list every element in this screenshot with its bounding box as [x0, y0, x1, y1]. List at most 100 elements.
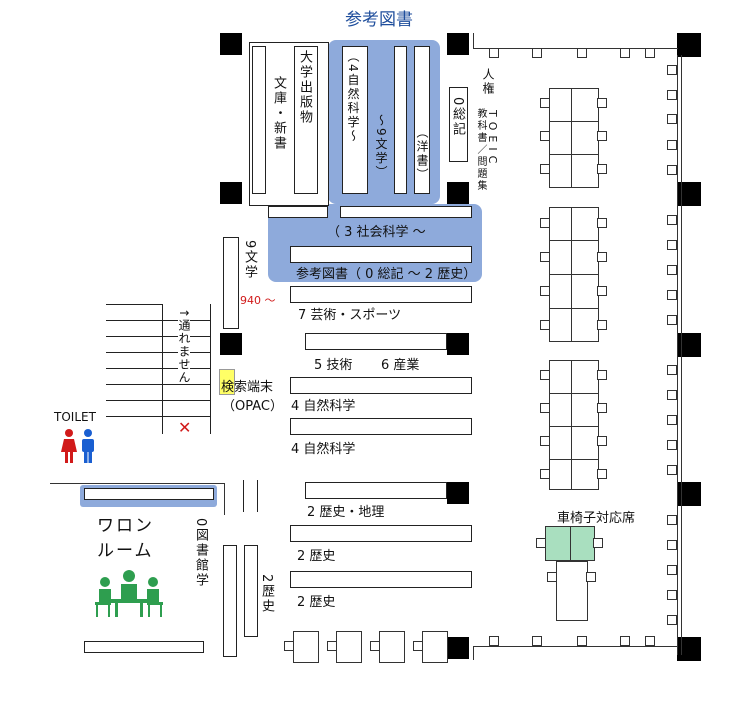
chair: [667, 565, 677, 575]
table-divider: [549, 308, 599, 309]
waron-room-wall-top: [50, 483, 225, 484]
reference-title: 参考図書: [345, 10, 413, 30]
soki0-label: 0総記: [450, 97, 465, 138]
shelf: [268, 206, 328, 218]
pillar: [220, 333, 242, 355]
jinken-label: 人権: [481, 68, 495, 96]
top-wall: [473, 48, 678, 49]
chair: [370, 641, 380, 651]
table-divider: [549, 240, 599, 241]
waron-room-wall-right: [224, 483, 225, 515]
stair-step: [106, 400, 162, 401]
shelf: [223, 545, 237, 657]
small-table: [422, 631, 448, 663]
wheelchair-seat-label: 車椅子対応席: [557, 511, 636, 526]
toeic-label: TOEIC: [486, 110, 499, 169]
chair: [577, 48, 587, 58]
chair: [667, 590, 677, 600]
pillar: [220, 182, 242, 204]
toshokan-label: 0図書館学: [193, 518, 208, 589]
table-divider: [549, 121, 599, 122]
chair: [597, 436, 607, 446]
shelf-yosho: [414, 46, 430, 194]
wheelchair-side-table: [556, 561, 588, 621]
yosho-label: （洋書）: [415, 126, 429, 182]
no-passage-label: ↑通れません: [177, 308, 191, 385]
shelf-bunko: [252, 46, 266, 194]
table-divider: [571, 360, 572, 490]
chair: [540, 469, 550, 479]
chair: [540, 436, 550, 446]
shelf-daigaku: [294, 46, 318, 194]
shizen-label-2: 4 自然科学: [291, 442, 356, 457]
pillar: [447, 33, 469, 55]
shelf: [290, 418, 472, 435]
shelf: [290, 246, 472, 263]
shelf: [290, 377, 472, 394]
chair: [667, 140, 677, 150]
stair-step: [162, 400, 210, 401]
bottom-wall-tick: [473, 646, 474, 660]
chair: [667, 240, 677, 250]
small-table: [336, 631, 362, 663]
shelf-soki0: [449, 87, 468, 162]
chair: [667, 515, 677, 525]
chair: [597, 131, 607, 141]
shizen-label-1: 4 自然科学: [291, 399, 356, 414]
shizen-ref-label: （4自然科学〜: [346, 50, 360, 144]
chair: [597, 252, 607, 262]
shelf-bungaku9: [223, 237, 239, 329]
chair: [667, 415, 677, 425]
chair: [597, 286, 607, 296]
table-divider: [549, 393, 599, 394]
table-divider: [549, 154, 599, 155]
stair-step: [106, 352, 162, 353]
chair: [540, 286, 550, 296]
geijutsu-label: 7 芸術・スポーツ: [298, 308, 402, 323]
stair-step: [162, 416, 210, 417]
chair: [667, 215, 677, 225]
pillar: [220, 33, 242, 55]
daigaku-label: 大学出版物: [297, 50, 312, 125]
room-label: ルーム: [97, 541, 154, 561]
chair: [620, 636, 630, 646]
chair: [667, 290, 677, 300]
chair: [532, 48, 542, 58]
pillar: [447, 482, 469, 504]
bottom-wall: [473, 646, 678, 647]
top-wall-tick: [473, 33, 474, 48]
sangyo-label: 6 産業: [381, 358, 420, 373]
rekishi-label-1: 2 歴史: [297, 549, 336, 564]
chair: [327, 641, 337, 651]
door-gap-line: [257, 480, 258, 512]
chair: [645, 48, 655, 58]
door-gap-line: [243, 480, 244, 512]
waron-label: ワロン: [97, 516, 154, 536]
chair: [667, 440, 677, 450]
stair-step: [106, 336, 162, 337]
pillar: [447, 333, 469, 355]
shelf: [244, 545, 258, 637]
rekishi-chiri-label: 2 歴史・地理: [307, 505, 385, 520]
chair: [540, 252, 550, 262]
chair: [597, 469, 607, 479]
toilet-label: TOILET: [54, 410, 96, 424]
stair-step: [162, 384, 210, 385]
chair: [597, 164, 607, 174]
small-table: [293, 631, 319, 663]
bunko-label: 文庫・新書: [271, 76, 286, 151]
staircase-divider: [162, 304, 163, 434]
chair: [489, 636, 499, 646]
shelf: [340, 206, 472, 218]
right-wall: [681, 55, 682, 655]
chair: [532, 636, 542, 646]
right-wall: [677, 55, 678, 655]
chair: [540, 131, 550, 141]
shelf: [305, 333, 447, 350]
shelf: [290, 571, 472, 588]
chair: [489, 48, 499, 58]
opac-terminal-icon[interactable]: [219, 369, 235, 395]
toilet-male-icon: [82, 429, 94, 463]
shakai3-label: （ 3 社会科学 〜: [327, 225, 426, 240]
table-divider: [570, 526, 571, 561]
